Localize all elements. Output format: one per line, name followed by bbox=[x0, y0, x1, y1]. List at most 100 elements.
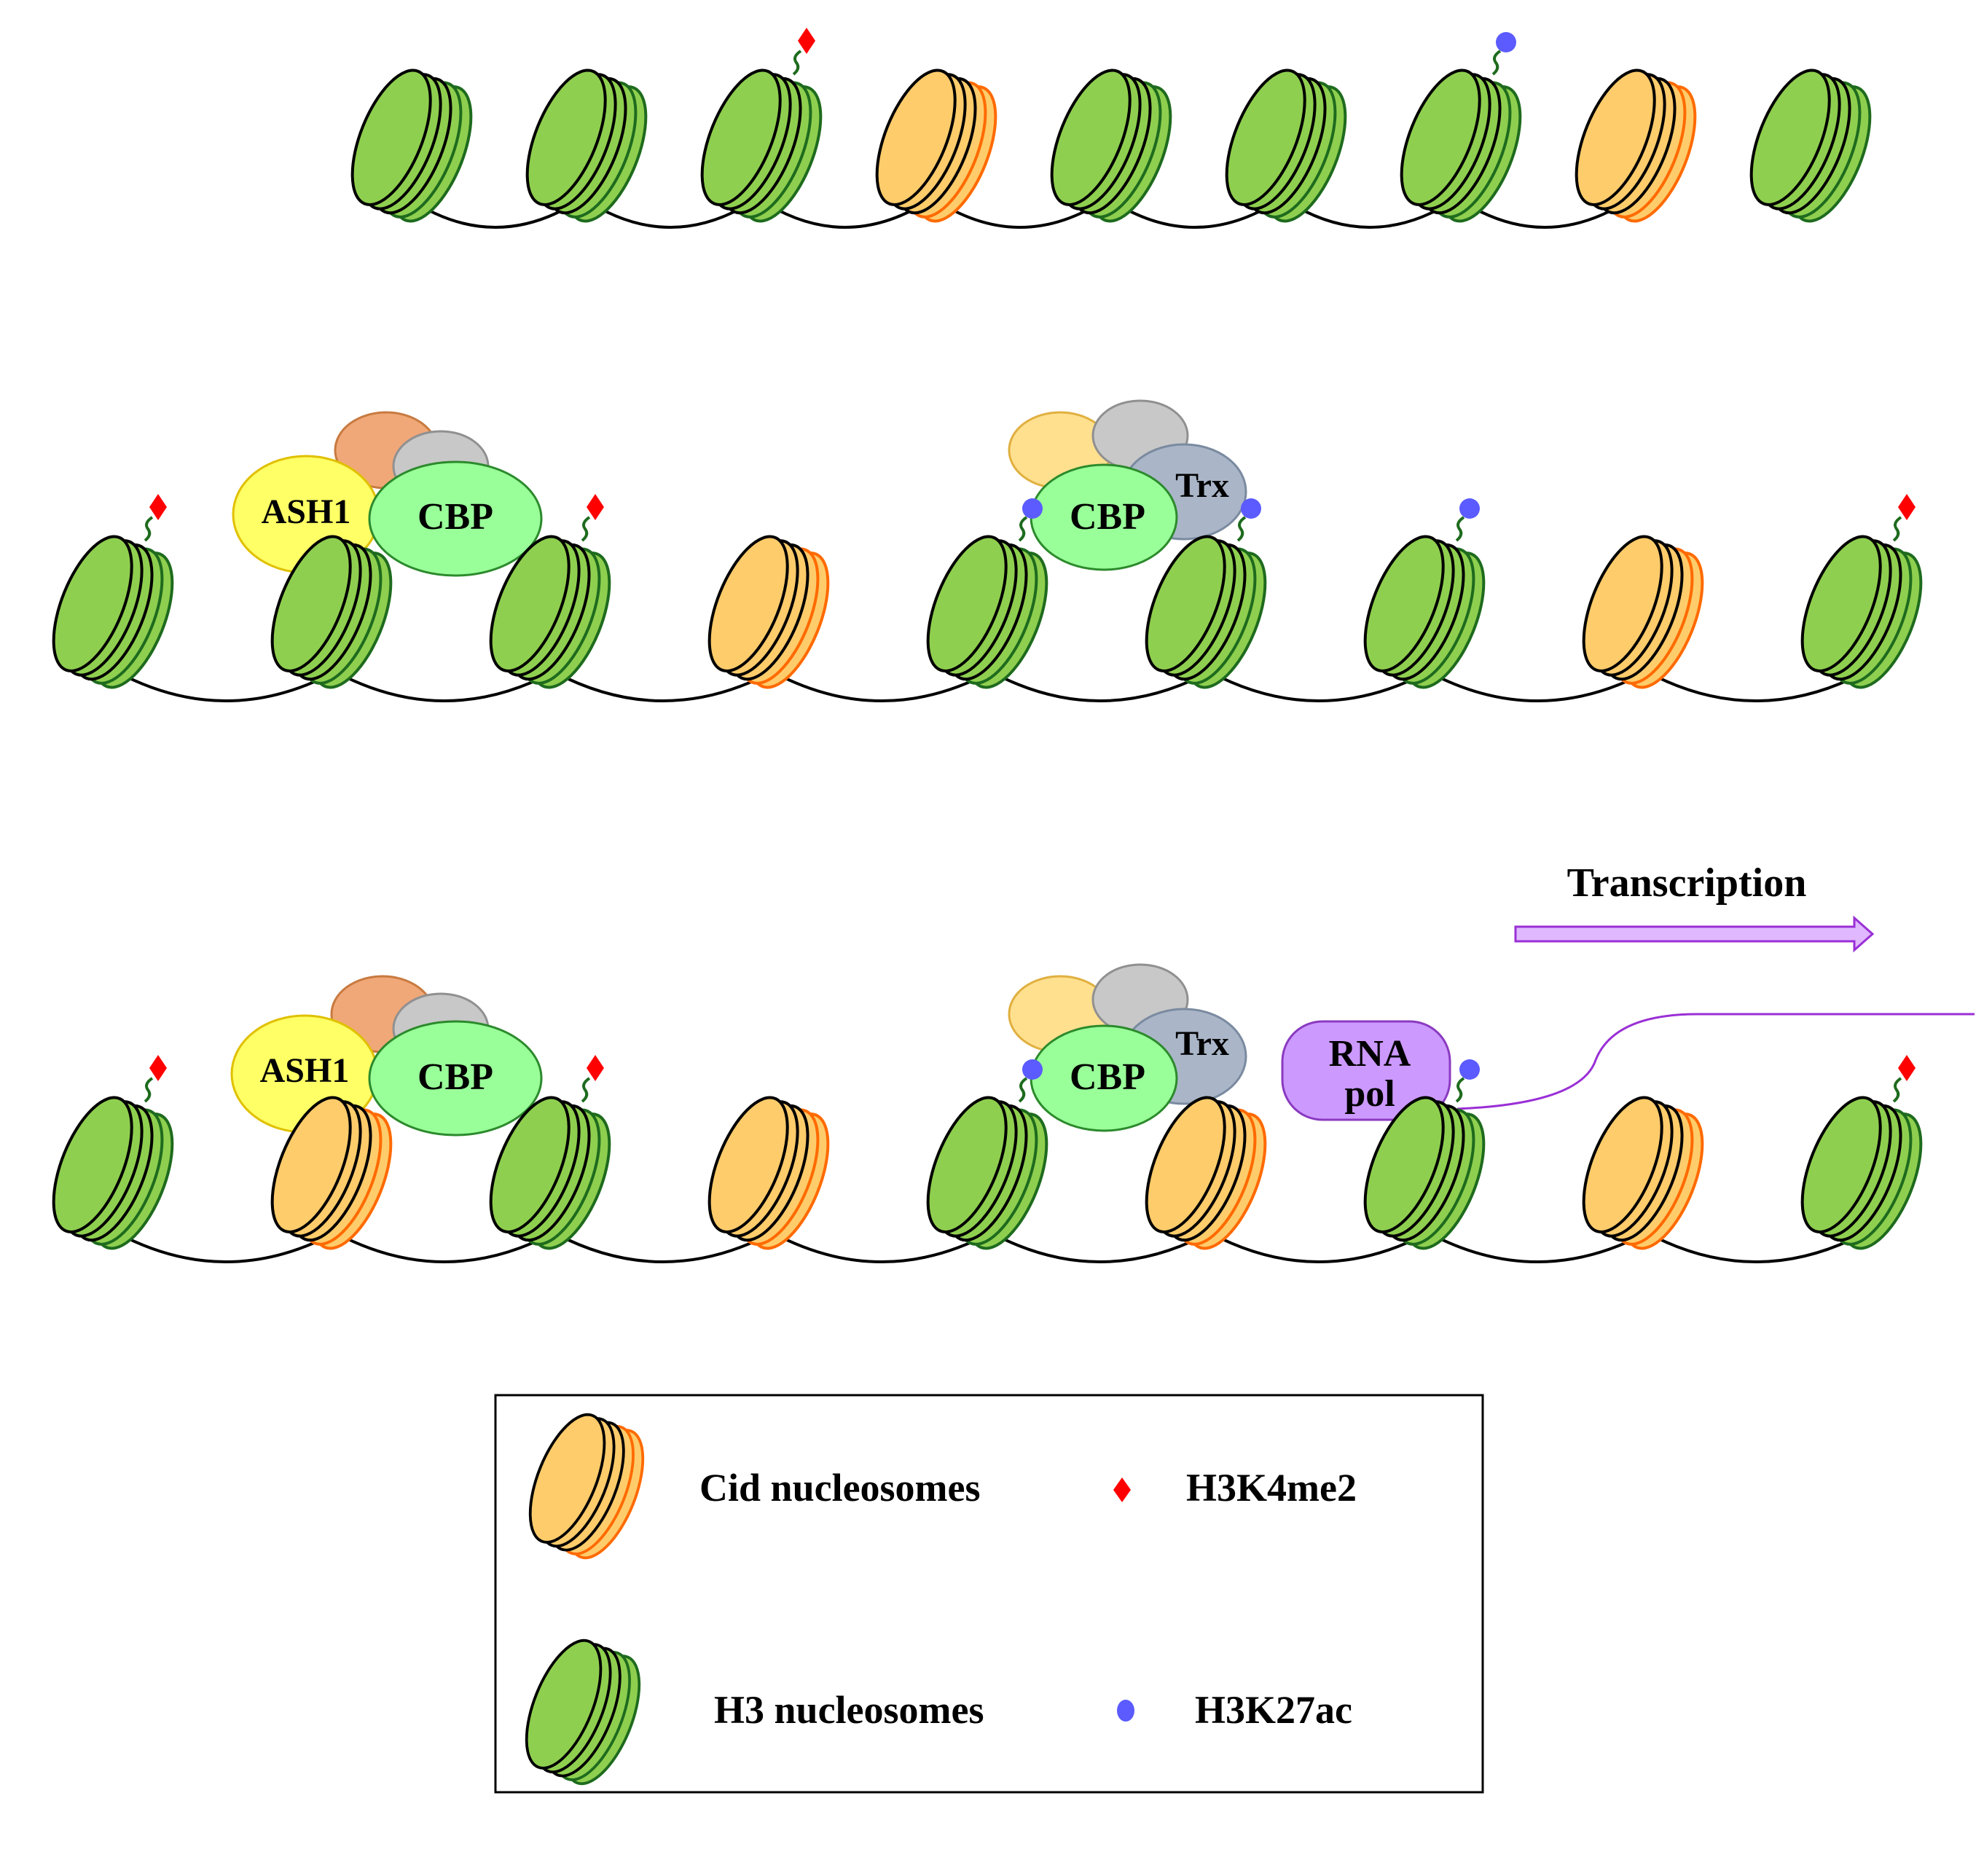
ash1-label: ASH1 bbox=[262, 492, 351, 531]
h3k4me2-mark bbox=[581, 494, 604, 542]
cid-nucleosome bbox=[270, 1096, 393, 1250]
nucleosome-disc bbox=[270, 1096, 352, 1233]
transcription-arrow-icon bbox=[1514, 915, 1875, 953]
mark-stalk bbox=[581, 516, 591, 542]
legend: Cid nucleosomes H3 nucleosomes H3K4me2 H… bbox=[494, 1394, 1484, 1794]
nucleosome-disc bbox=[52, 1096, 133, 1233]
ash1-label: ASH1 bbox=[260, 1051, 350, 1090]
h3-nucleosome bbox=[1800, 535, 1923, 689]
h3k4me2-diamond-icon bbox=[587, 1055, 604, 1081]
cid-nucleosome bbox=[707, 535, 830, 689]
h3-nucleosome bbox=[1050, 68, 1172, 223]
legend-box bbox=[494, 1394, 1484, 1794]
nucleosome-disc bbox=[1363, 1096, 1445, 1233]
h3-nucleosome bbox=[926, 535, 1048, 689]
h3k4me2-diamond-icon bbox=[149, 494, 167, 520]
mark-stalk bbox=[1455, 516, 1465, 542]
trx-cbp-complex-row-2: Trx CBP bbox=[1008, 399, 1247, 571]
h3k4me2-diamond-icon bbox=[587, 494, 604, 520]
h3k27ac-circle-icon bbox=[1459, 1059, 1480, 1080]
cbp-label: CBP bbox=[417, 496, 493, 538]
nucleosome-disc bbox=[1225, 68, 1306, 206]
nucleosome-disc bbox=[350, 68, 432, 206]
mark-stalk bbox=[1236, 516, 1247, 542]
nucleosome-row-3 bbox=[52, 1055, 1923, 1250]
nucleosome-disc bbox=[1582, 535, 1663, 672]
cid-nucleosome bbox=[1575, 68, 1697, 223]
cid-nucleosome bbox=[1145, 1096, 1267, 1250]
cid-nucleosome-icon bbox=[528, 1413, 645, 1560]
h3k4me2-mark bbox=[1892, 494, 1916, 542]
h3k4me2-mark bbox=[1892, 1055, 1916, 1103]
cid-nucleosome bbox=[875, 68, 997, 223]
rna-pol-label-line-1: RNA bbox=[1329, 1033, 1411, 1075]
mark-stalk bbox=[1892, 516, 1902, 542]
cbp-label: CBP bbox=[1070, 496, 1145, 538]
nucleosome-disc bbox=[1400, 68, 1481, 206]
h3k4me2-mark bbox=[144, 494, 167, 542]
h3k4me2-mark bbox=[144, 1055, 167, 1103]
nucleosome-disc bbox=[1800, 535, 1882, 672]
mark-stalk bbox=[144, 1077, 154, 1103]
nucleosome-disc bbox=[875, 68, 957, 206]
legend-h3-label: H3 nucleosomes bbox=[714, 1688, 984, 1732]
h3-nucleosome bbox=[1400, 68, 1522, 223]
h3-nucleosome bbox=[1363, 1096, 1486, 1250]
cbp-label: CBP bbox=[1070, 1056, 1145, 1098]
h3-nucleosome bbox=[270, 535, 393, 689]
h3k27ac-circle-icon bbox=[1117, 1700, 1134, 1722]
mark-stalk bbox=[1455, 1077, 1465, 1103]
nucleosome-disc bbox=[1582, 1096, 1663, 1233]
h3k4me2-mark bbox=[792, 28, 815, 76]
nucleosome-disc bbox=[707, 1096, 789, 1233]
h3-nucleosome bbox=[350, 68, 473, 223]
nucleosome-disc bbox=[1050, 68, 1132, 206]
h3k4me2-diamond-icon bbox=[1898, 494, 1916, 520]
h3k27ac-mark bbox=[1018, 1059, 1043, 1103]
h3k4me2-diamond-icon bbox=[798, 28, 815, 54]
nucleosome-layer bbox=[52, 28, 1923, 1250]
legend-h3k27ac-label: H3K27ac bbox=[1195, 1688, 1352, 1732]
mark-stalk bbox=[581, 1077, 591, 1103]
nucleosome-disc bbox=[1145, 1096, 1226, 1233]
h3k27ac-circle-icon bbox=[1241, 498, 1261, 519]
h3-nucleosome bbox=[926, 1096, 1048, 1250]
cbp-label: CBP bbox=[417, 1056, 493, 1098]
nucleosome-disc bbox=[528, 1413, 606, 1544]
h3-nucleosome bbox=[1800, 1096, 1923, 1250]
h3-nucleosome bbox=[489, 535, 611, 689]
mark-stalk bbox=[1018, 1077, 1028, 1103]
rna-pol-shape bbox=[1281, 1020, 1451, 1121]
cid-nucleosome bbox=[1582, 535, 1704, 689]
h3-nucleosome bbox=[1749, 68, 1872, 223]
h3-nucleosome bbox=[52, 535, 174, 689]
nucleosome-disc bbox=[1800, 1096, 1882, 1233]
h3-nucleosome bbox=[1225, 68, 1347, 223]
h3-nucleosome bbox=[52, 1096, 174, 1250]
legend-h3-nucleosome-icon bbox=[525, 1638, 641, 1786]
h3k27ac-mark bbox=[1455, 498, 1480, 542]
legend-h3k4me2-label: H3K4me2 bbox=[1186, 1466, 1357, 1510]
transcription-indicator: Transcription bbox=[1514, 860, 1875, 953]
mark-stalk bbox=[1892, 1077, 1902, 1103]
nucleosome-disc bbox=[1749, 68, 1831, 206]
h3k27ac-mark bbox=[1018, 498, 1043, 542]
h3-nucleosome bbox=[525, 68, 648, 223]
nucleosome-row-2 bbox=[52, 494, 1923, 689]
cbp-protein bbox=[368, 1020, 543, 1137]
cid-nucleosome bbox=[1582, 1096, 1704, 1250]
h3k27ac-circle-icon bbox=[1022, 498, 1043, 519]
mark-stalk bbox=[1491, 50, 1502, 76]
nucleosome-disc bbox=[489, 1096, 571, 1233]
cbp-protein bbox=[368, 460, 543, 577]
nucleosome-disc bbox=[1575, 68, 1656, 206]
nucleosome-disc bbox=[489, 535, 571, 672]
mark-stalk bbox=[1018, 516, 1028, 542]
h3k4me2-diamond-icon bbox=[149, 1055, 167, 1081]
nucleosome-disc bbox=[525, 1638, 603, 1770]
nucleosome-disc bbox=[52, 535, 133, 672]
h3k27ac-circle-icon bbox=[1459, 498, 1480, 519]
h3k4me2-diamond-icon bbox=[1113, 1477, 1131, 1502]
rna-transcript-line bbox=[1456, 1013, 1975, 1110]
